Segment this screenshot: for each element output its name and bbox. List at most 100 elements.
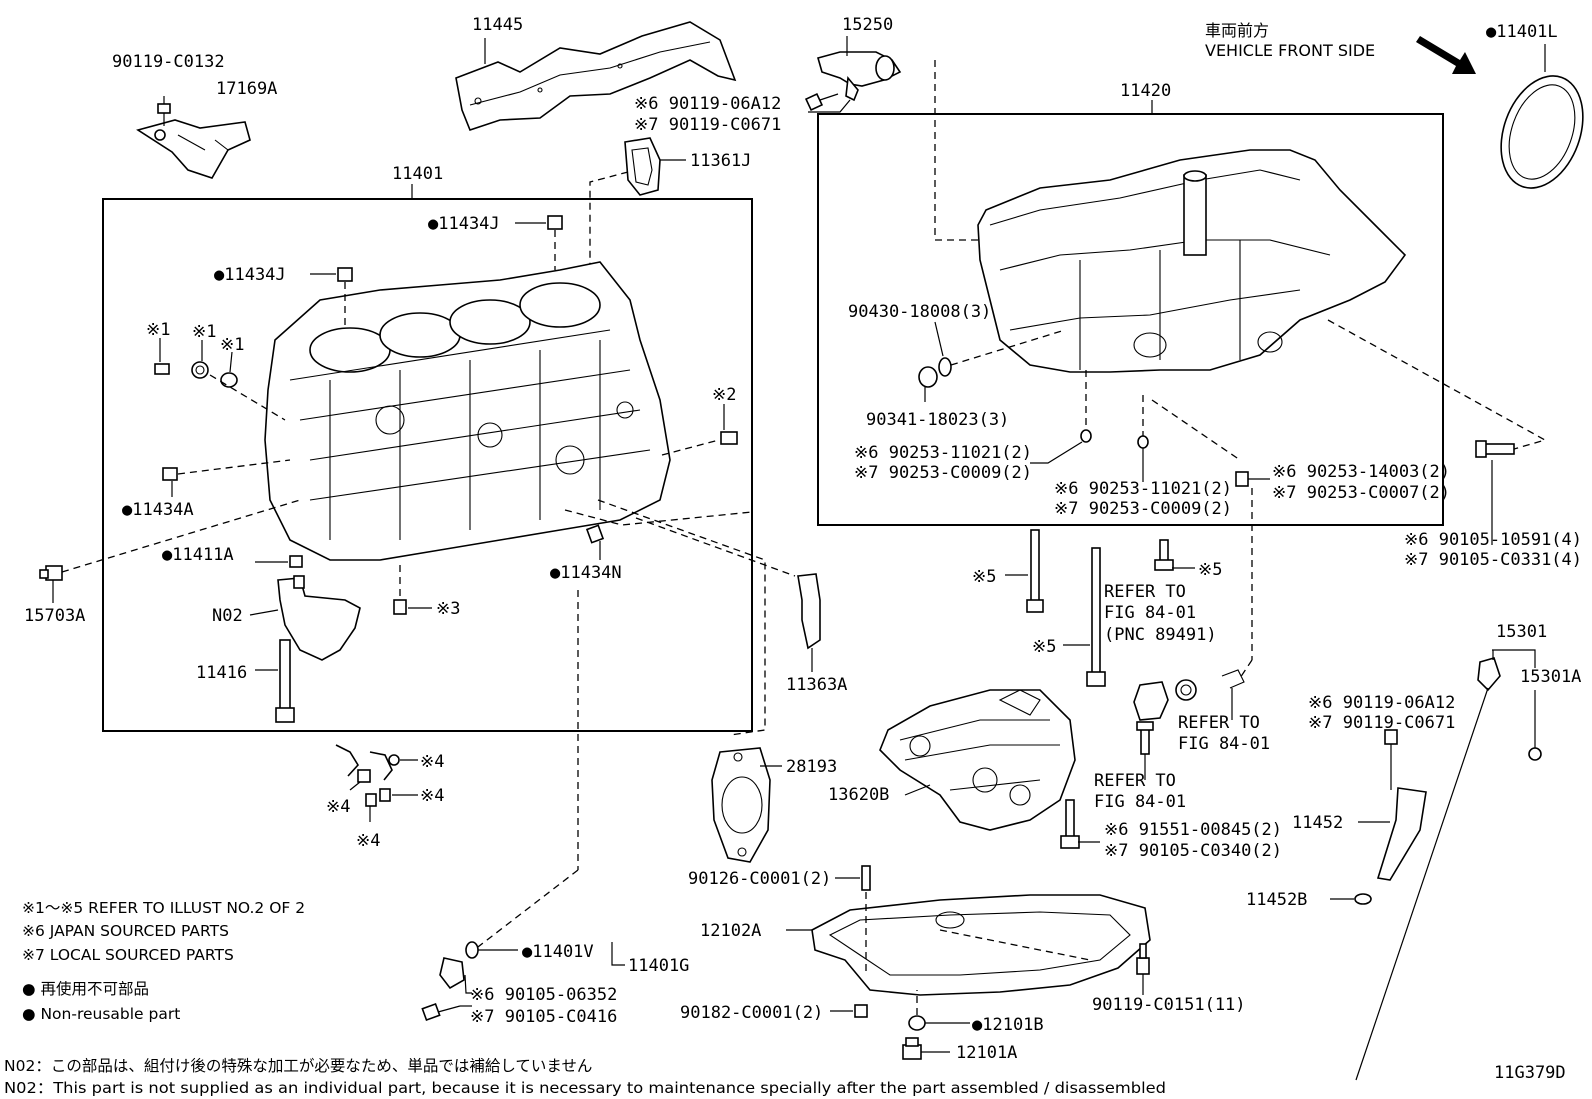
label-star3: ※3 <box>436 599 460 619</box>
label-90105-10591: ※6 90105-10591(4) <box>1404 530 1582 550</box>
cylinder-block-group-frame <box>102 198 753 732</box>
pipe-11363A <box>797 573 821 650</box>
label-90119-06A12-b: ※6 90119-06A12 <box>1308 693 1455 713</box>
label-refer2-b: FIG 84-01 <box>1178 734 1270 754</box>
label-15250: 15250 <box>842 15 893 35</box>
label-15301A: 15301A <box>1520 667 1581 687</box>
label-11411A: ●11411A <box>162 545 234 565</box>
bolt-90119-C0151 <box>1136 943 1150 975</box>
label-11434J-b: ●11434J <box>214 265 286 285</box>
bearing-cap-N02 <box>277 575 361 661</box>
bracket-11401G <box>439 957 465 990</box>
label-star5-a: ※5 <box>972 567 996 587</box>
label-11434N: ●11434N <box>550 563 622 583</box>
label-90119-C0671-b: ※7 90119-C0671 <box>1308 713 1455 733</box>
label-90105-C0331: ※7 90105-C0331(4) <box>1404 550 1582 570</box>
oil-pan-upper-11420 <box>977 149 1407 373</box>
sensor-15250 <box>817 51 902 102</box>
label-11401L: ●11401L <box>1486 22 1558 42</box>
label-11401G: 11401G <box>628 956 689 976</box>
vehicle-front-arrow-icon <box>1416 36 1476 74</box>
label-90253-14003: ※6 90253-14003(2) <box>1272 462 1450 482</box>
label-15301: 15301 <box>1496 622 1547 642</box>
oil-pan-upper-group-frame <box>817 113 1444 526</box>
bolt-91551 <box>1060 799 1080 849</box>
label-90430: 90430-18008(3) <box>848 302 991 322</box>
dipstick-15301 <box>1355 657 1501 1081</box>
bolt-star5-b <box>1154 539 1174 571</box>
sensor-89491 <box>1133 679 1197 721</box>
label-90253-C0009-b: ※7 90253-C0009(2) <box>1054 499 1232 519</box>
label-90253-11021-a: ※6 90253-11021(2) <box>854 443 1032 463</box>
label-11401: 11401 <box>392 164 443 184</box>
label-90253-C0007: ※7 90253-C0007(2) <box>1272 483 1450 503</box>
stud-90126 <box>861 865 871 891</box>
label-90119-06A12-a: ※6 90119-06A12 <box>634 94 781 114</box>
label-90182: 90182-C0001(2) <box>680 1003 823 1023</box>
label-11452B: 11452B <box>1246 890 1307 910</box>
label-90105-06352: ※6 90105-06352 <box>470 985 617 1005</box>
label-90105-C0340: ※7 90105-C0340(2) <box>1104 841 1282 861</box>
label-11420: 11420 <box>1120 81 1171 101</box>
label-star1-b: ※1 <box>192 322 216 342</box>
label-12101B: ●12101B <box>972 1015 1044 1035</box>
balancer-13620B <box>879 689 1076 831</box>
label-90119-C0132: 90119-C0132 <box>112 52 225 72</box>
label-11452: 11452 <box>1292 813 1343 833</box>
legend-line-5: ● Non-reusable part <box>22 1005 180 1023</box>
label-11434A: ●11434A <box>122 500 194 520</box>
label-13620B: 13620B <box>828 785 889 805</box>
label-star5-b: ※5 <box>1198 560 1222 580</box>
label-11401V: ●11401V <box>522 942 594 962</box>
label-90119-C0151: 90119-C0151(11) <box>1092 995 1246 1015</box>
diagram-code: 11G379D <box>1494 1063 1566 1083</box>
label-15703A: 15703A <box>24 606 85 626</box>
bolt-90119-06A12-top <box>804 92 839 112</box>
label-refer1-a: REFER TO <box>1104 582 1186 602</box>
label-star4-d: ※4 <box>356 831 380 851</box>
plug-90341 <box>918 366 938 388</box>
footnote-en: N02：This part is not supplied as an indi… <box>4 1079 1166 1097</box>
legend-line-3: ※7 LOCAL SOURCED PARTS <box>22 946 234 964</box>
label-90341: 90341-18023(3) <box>866 410 1009 430</box>
oil-pan-lower-12102A <box>811 894 1151 996</box>
gasket-90430 <box>938 357 952 377</box>
label-12101A: 12101A <box>956 1043 1017 1063</box>
footnote-jp: N02：この部品は、組付け後の特殊な加工が必要なため、単品では補給していません <box>4 1057 592 1075</box>
label-90253-11021-b: ※6 90253-11021(2) <box>1054 479 1232 499</box>
label-11445: 11445 <box>472 15 523 35</box>
label-star5-c: ※5 <box>1032 637 1056 657</box>
legend-line-1: ※1～※5 REFER TO ILLUST NO.2 OF 2 <box>22 899 305 917</box>
oil-seal-11401L <box>1500 75 1584 189</box>
label-12102A: 12102A <box>700 921 761 941</box>
bolt-90119-C0132 <box>157 96 171 126</box>
label-refer1-b: FIG 84-01 <box>1104 603 1196 623</box>
label-11416: 11416 <box>196 663 247 683</box>
bolt-star5-c <box>1086 547 1106 687</box>
gasket-28193 <box>711 747 771 863</box>
legend-line-4: ● 再使用不可部品 <box>22 980 149 998</box>
label-star4-c: ※4 <box>326 797 350 817</box>
bolt-90105-06352 <box>421 1002 461 1022</box>
bolt-refer-84-01 <box>1136 721 1154 755</box>
label-star1-a: ※1 <box>146 320 170 340</box>
label-11361J: 11361J <box>690 151 751 171</box>
label-90119-C0671-a: ※7 90119-C0671 <box>634 115 781 135</box>
label-star1-c: ※1 <box>220 335 244 355</box>
label-direction-en: VEHICLE FRONT SIDE <box>1205 41 1375 60</box>
label-90105-C0416: ※7 90105-C0416 <box>470 1007 617 1027</box>
label-11363A: 11363A <box>786 675 847 695</box>
bolt-90105-10591 <box>1475 440 1515 458</box>
label-90126: 90126-C0001(2) <box>688 869 831 889</box>
label-11434J-a: ●11434J <box>428 214 500 234</box>
label-17169A: 17169A <box>216 79 277 99</box>
label-refer2-a: REFER TO <box>1178 713 1260 733</box>
plug-15703A <box>39 565 63 581</box>
label-28193: 28193 <box>786 757 837 777</box>
cylinder-block-11401 <box>264 261 671 561</box>
gasket-11361J <box>624 137 661 196</box>
label-91551: ※6 91551-00845(2) <box>1104 820 1282 840</box>
guide-11452 <box>1376 729 1427 881</box>
bolt-11416 <box>275 639 295 723</box>
